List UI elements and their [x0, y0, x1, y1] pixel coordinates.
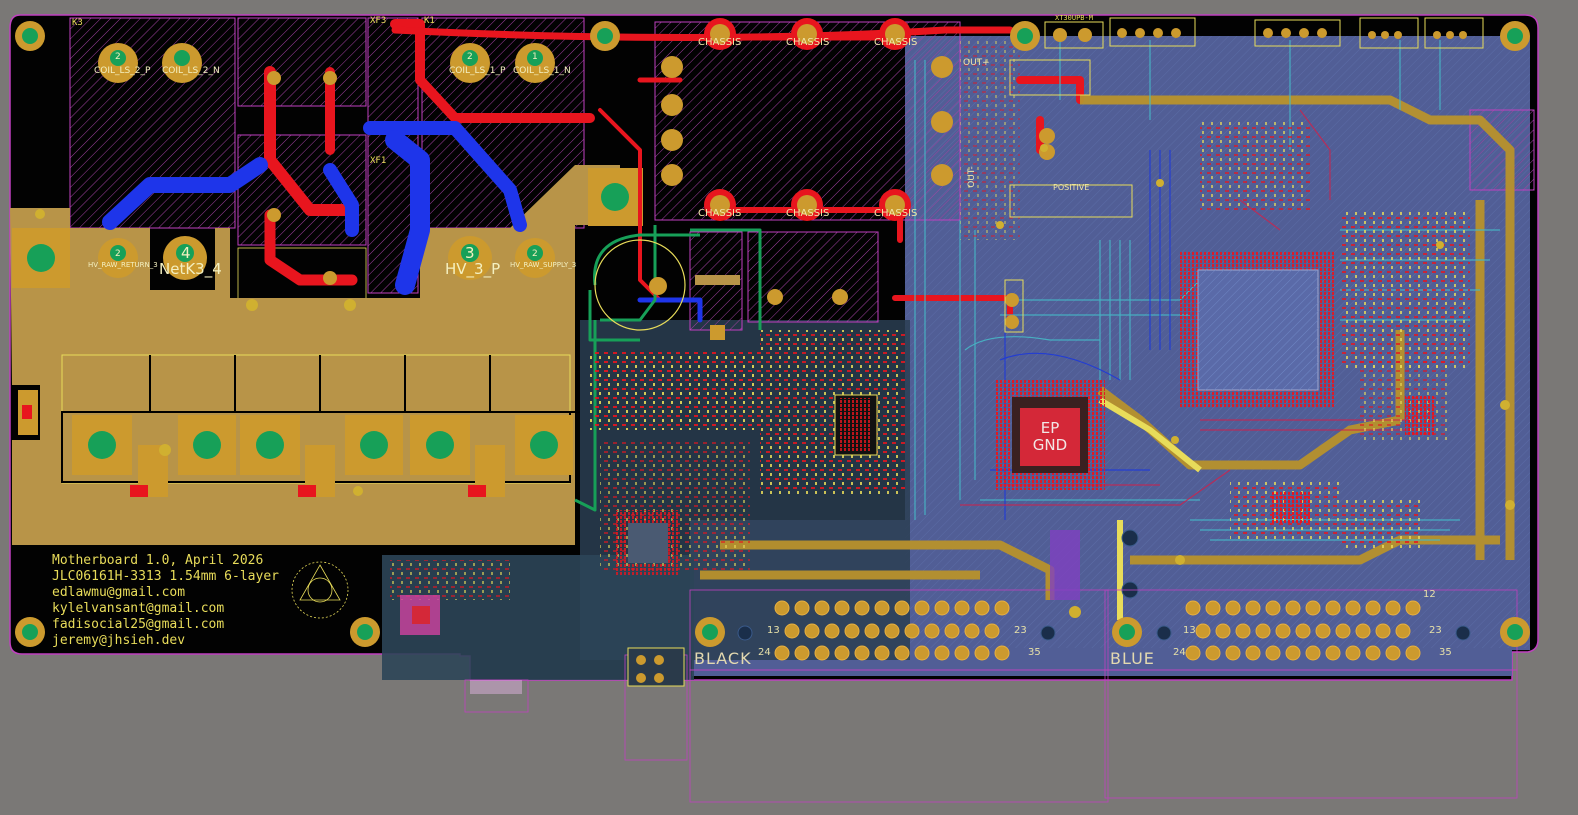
electrolytic-cap	[594, 239, 686, 331]
refdes-k1: K1	[424, 16, 435, 26]
pin-number: 12	[1423, 589, 1436, 600]
net-label: 2	[532, 249, 538, 259]
board-info-line: kylelvansant@gmail.com	[52, 601, 225, 616]
pin-number: 35	[1028, 647, 1041, 658]
net-label: HV_3_P	[445, 260, 501, 278]
bottom-layer-traces	[102, 121, 703, 323]
board-info-line: edlawmu@gmail.com	[52, 585, 186, 600]
ic-ep-gnd-label: EP GND	[1023, 420, 1077, 454]
smd-cluster-1	[590, 350, 760, 430]
refdes-xt30: XT30UPB-M	[1055, 14, 1093, 22]
board-info-line: jeremy@jhsieh.dev	[52, 633, 186, 648]
board-info-line: Motherboard 1.0, April 2026	[52, 553, 264, 568]
board-info-line: JLC06161H-3313 1.54mm 6-layer	[52, 569, 279, 584]
net-label: HV_RAW_RETURN_3	[88, 261, 158, 269]
chassis-label: CHASSIS	[698, 208, 742, 219]
ep-label: EP	[1040, 419, 1060, 437]
out-minus-label: OUT-	[966, 166, 977, 188]
module-zone	[654, 21, 961, 221]
connector-label-black: BLACK	[694, 649, 752, 668]
net-label: 2	[115, 249, 121, 259]
net-label: HV_RAW_SUPPLY_3	[510, 261, 577, 269]
net-label: 2	[115, 52, 121, 62]
net-label: 3	[465, 244, 475, 262]
refdes-xf3: XF3	[370, 16, 387, 26]
positive-label: POSITIVE	[1053, 183, 1090, 192]
net-label: NetK3_4	[159, 260, 222, 278]
chassis-label: CHASSIS	[874, 208, 918, 219]
pin-number: 23	[1014, 625, 1027, 636]
connector-blue-pins	[1185, 600, 1421, 661]
refdes-xf1: XF1	[370, 156, 387, 166]
chassis-label: CHASSIS	[874, 37, 918, 48]
refdes-k3: K3	[72, 18, 83, 28]
chassis-label: CHASSIS	[698, 37, 742, 48]
vias	[35, 144, 1515, 618]
pin-number: 35	[1439, 647, 1452, 658]
team-logo	[291, 561, 349, 619]
gnd-label: GND	[1032, 436, 1068, 454]
mcu-qfp	[1180, 252, 1335, 407]
net-label: 2	[467, 52, 473, 62]
board-info-line: fadisocial25@gmail.com	[52, 617, 225, 632]
net-label: COIL_LS_2_N	[162, 66, 220, 76]
net-label: COIL_LS_2_P	[94, 66, 151, 76]
pin-number: 13	[1183, 625, 1196, 636]
net-label: 4	[181, 244, 191, 262]
ep-gnd-ic	[995, 380, 1105, 490]
out-plus-label: OUT+	[963, 58, 990, 68]
net-label: 1	[532, 52, 538, 62]
relay-k3-zone	[69, 17, 236, 229]
net-label: COIL_LS_1_N	[513, 66, 571, 76]
inner-layer-traces	[574, 225, 762, 512]
chassis-label: CHASSIS	[786, 37, 830, 48]
connector-black-pins	[774, 600, 1010, 661]
pin-number: 13	[767, 625, 780, 636]
pin-number: 24	[758, 647, 771, 658]
connector-label-blue: BLUE	[1110, 649, 1155, 668]
chassis-label: CHASSIS	[786, 208, 830, 219]
top-headers	[1044, 17, 1484, 49]
pin-number: 24	[1173, 647, 1186, 658]
net-label: COIL_LS_1_P	[449, 66, 506, 76]
pin-number: 23	[1429, 625, 1442, 636]
